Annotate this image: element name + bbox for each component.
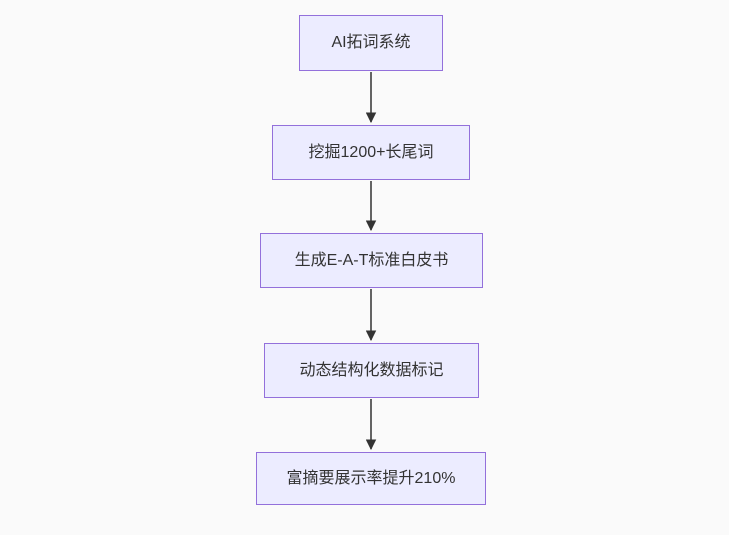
flow-node-generate-eat-whitepaper: 生成E-A-T标准白皮书 <box>260 233 483 288</box>
flow-node-label: 动态结构化数据标记 <box>299 361 444 379</box>
flow-node-label: 生成E-A-T标准白皮书 <box>294 251 449 269</box>
flow-node-dynamic-structured-data: 动态结构化数据标记 <box>264 343 479 398</box>
flow-node-mine-longtail-keywords: 挖掘1200+长尾词 <box>272 125 470 180</box>
flow-node-label: 富摘要展示率提升210% <box>286 469 456 487</box>
flow-node-label: 挖掘1200+长尾词 <box>308 143 434 161</box>
flow-node-ai-expansion-system: AI拓词系统 <box>299 15 443 71</box>
flow-node-rich-snippet-rate: 富摘要展示率提升210% <box>256 452 486 505</box>
flow-node-label: AI拓词系统 <box>331 34 411 52</box>
